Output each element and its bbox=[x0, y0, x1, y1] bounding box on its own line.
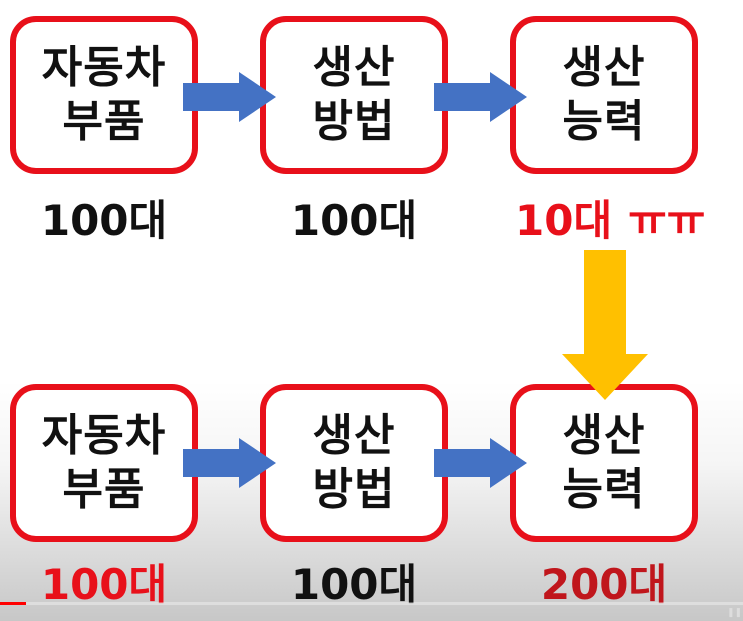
box-label-line2: 방법 bbox=[312, 96, 396, 147]
box-label-line2: 방법 bbox=[312, 464, 396, 515]
count-production-capacity-bottom: 200대 bbox=[540, 560, 668, 609]
box-production-method-top: 생산 방법 bbox=[260, 16, 448, 174]
arrow-right-icon bbox=[183, 438, 276, 488]
box-label-line1: 생산 bbox=[562, 42, 646, 93]
box-label-line1: 생산 bbox=[312, 42, 396, 93]
box-production-capacity-bottom: 생산 능력 bbox=[510, 384, 698, 542]
box-label-line2: 능력 bbox=[562, 96, 646, 147]
box-label-line1: 생산 bbox=[312, 410, 396, 461]
box-label-line1: 생산 bbox=[562, 410, 646, 461]
box-production-capacity-top: 생산 능력 bbox=[510, 16, 698, 174]
count-production-method-top: 100대 bbox=[290, 196, 418, 245]
video-progress-track[interactable] bbox=[0, 602, 743, 605]
pause-icon[interactable]: ❚❚ bbox=[727, 608, 743, 618]
video-progress-fill[interactable] bbox=[0, 602, 26, 605]
count-auto-parts-top: 100대 bbox=[40, 196, 168, 245]
count-auto-parts-bottom: 100대 bbox=[40, 560, 168, 609]
count-production-method-bottom: 100대 bbox=[290, 560, 418, 609]
arrow-right-icon bbox=[434, 72, 527, 122]
arrow-right-icon bbox=[183, 72, 276, 122]
cry-symbol: ㅠㅠ bbox=[628, 196, 706, 245]
box-label-line2: 부품 bbox=[62, 464, 146, 515]
box-production-method-bottom: 생산 방법 bbox=[260, 384, 448, 542]
box-label-line2: 능력 bbox=[562, 464, 646, 515]
box-label-line2: 부품 bbox=[62, 96, 146, 147]
box-auto-parts-bottom: 자동차 부품 bbox=[10, 384, 198, 542]
arrow-down-icon bbox=[562, 250, 648, 400]
count-production-capacity-top: 10대 ㅠㅠ bbox=[515, 196, 743, 246]
box-label-line1: 자동차 bbox=[41, 410, 167, 461]
count-value: 10대 bbox=[515, 196, 613, 245]
box-label-line1: 자동차 bbox=[41, 42, 167, 93]
arrow-right-icon bbox=[434, 438, 527, 488]
box-auto-parts-top: 자동차 부품 bbox=[10, 16, 198, 174]
